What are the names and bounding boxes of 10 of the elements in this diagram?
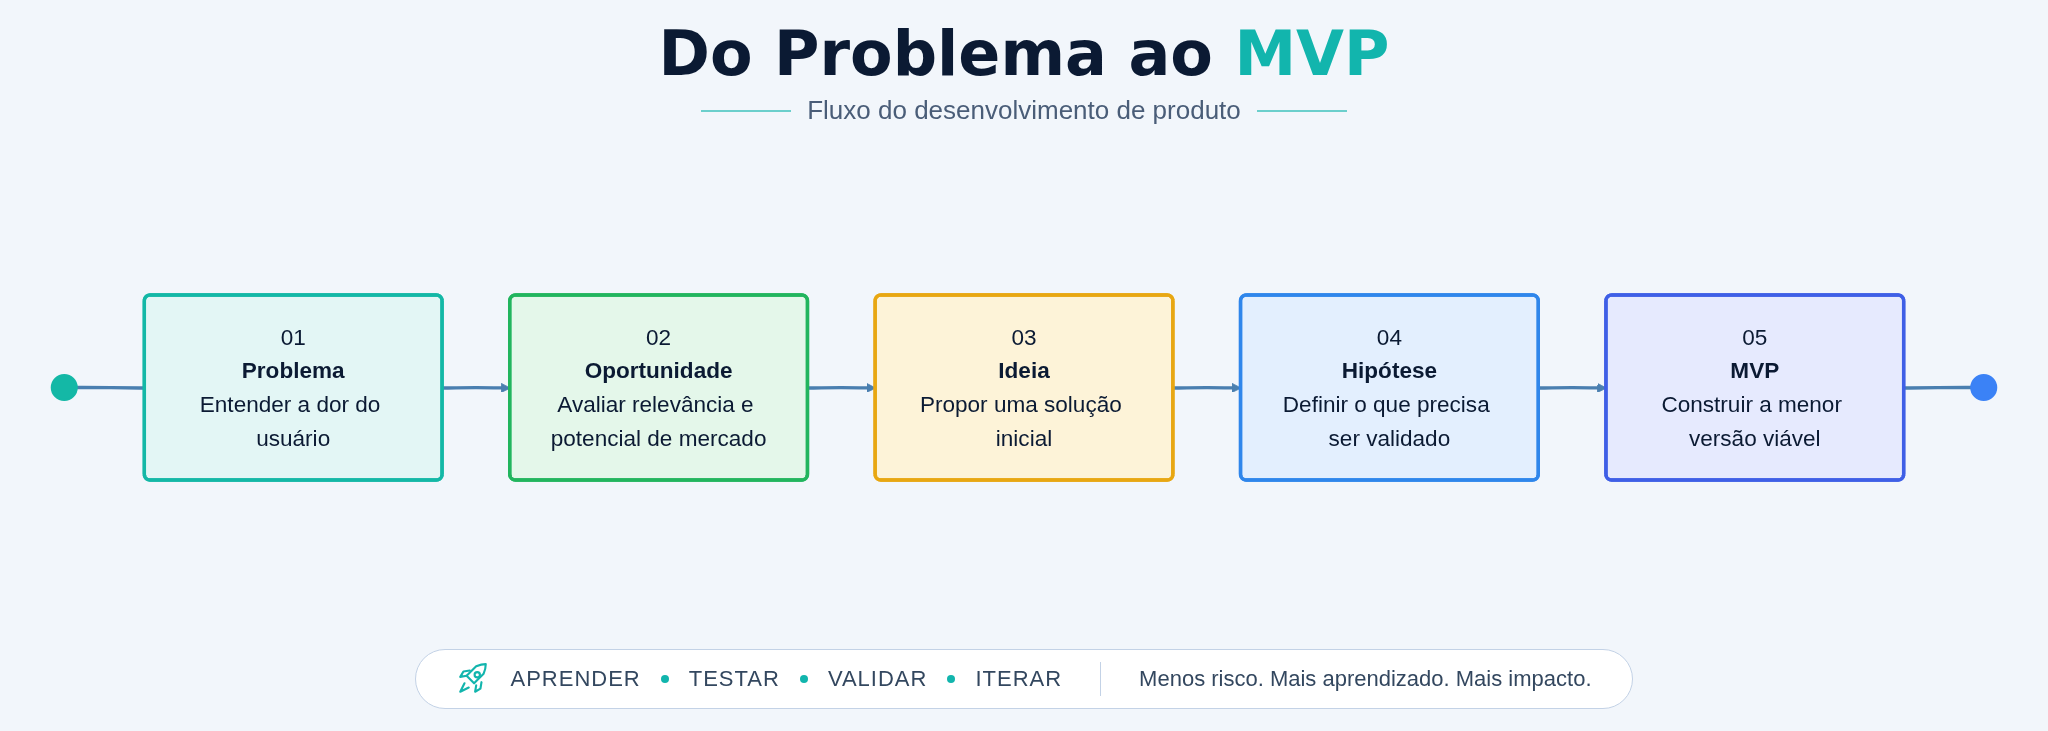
keyword: APRENDER [510,666,641,692]
node-circle [50,374,78,402]
node-circle [1970,374,1998,402]
keyword: ITERAR [975,666,1063,692]
connector [1904,385,1972,390]
tagline: Menos risco. Mais aprendizado. Mais impacto. [1139,666,1592,692]
subtitle: Fluxo do desenvolvimento de produto [807,95,1241,127]
keyword: TESTAR [688,666,780,692]
title: Do Problema ao MVP [658,18,1390,90]
keyword: VALIDAR [827,666,928,692]
